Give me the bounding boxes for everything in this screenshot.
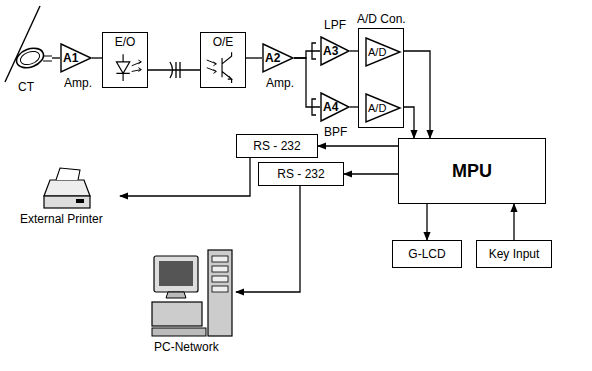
- bandpass-filter: A4BPF: [320, 92, 350, 122]
- node-label: Amp.: [266, 76, 294, 90]
- printer-body: [44, 180, 90, 196]
- lowpass-filter: LPFA3: [320, 36, 350, 66]
- signal-connector: [401, 51, 430, 138]
- node-label: O/E: [201, 35, 245, 49]
- triangle-outline: [263, 44, 293, 72]
- node-label: A3: [323, 44, 338, 58]
- node-label: PC-Network: [154, 340, 219, 354]
- node-label: A/D Con.: [357, 12, 406, 26]
- node-label: Key Input: [477, 247, 551, 261]
- monitor-screen: [159, 261, 193, 286]
- conductor-line: [5, 6, 40, 82]
- drive-bay: [212, 276, 228, 282]
- signal-connector: [318, 145, 398, 146]
- amplifier-triangle: A1Amp.: [60, 43, 92, 73]
- node-label: LPF: [324, 18, 346, 32]
- node-label: External Printer: [20, 212, 103, 226]
- node-label: G-LCD: [393, 247, 461, 261]
- signal-connector: [92, 57, 102, 58]
- node-label: BPF: [324, 125, 347, 139]
- tower-case: [208, 250, 232, 336]
- key-input-box: Key Input: [476, 240, 552, 268]
- oe-converter-box: O/E: [200, 32, 246, 88]
- mpu-box: MPU: [398, 138, 546, 204]
- eo-converter-box: E/O: [102, 32, 148, 88]
- triangle-outline: [321, 93, 349, 121]
- amplifier-triangle: A2Amp.: [262, 43, 294, 73]
- keyboard: [152, 328, 206, 336]
- phototransistor-symbol: [222, 52, 232, 83]
- printer-base: [44, 196, 90, 208]
- node-label: Amp.: [64, 76, 92, 90]
- signal-connector: [426, 204, 427, 240]
- node-label: MPU: [399, 160, 545, 182]
- rs232-port: RS - 232: [258, 162, 344, 186]
- node-label: RS - 232: [259, 167, 343, 181]
- ad-converter: A/D: [365, 93, 401, 123]
- triangle-outline: [321, 37, 349, 65]
- signal-connector: [246, 57, 262, 58]
- ct-ring: [14, 45, 46, 71]
- printer-paper: [56, 168, 80, 180]
- triangle-outline: [366, 38, 400, 66]
- drive-bay: [212, 286, 228, 292]
- signal-connector: [120, 158, 250, 196]
- signal-connector: [513, 204, 514, 240]
- node-label: A/D: [368, 45, 386, 60]
- ad-converter-box: A/D Con.A/DA/D: [358, 28, 404, 128]
- signal-connector: [344, 173, 398, 174]
- current-transformer: CT: [2, 4, 52, 99]
- node-label: A4: [323, 100, 338, 114]
- light-arrows: [207, 60, 217, 73]
- ct-lead: [43, 56, 52, 61]
- ad-converter: A/D: [365, 37, 401, 67]
- node-label: A/D: [368, 101, 386, 116]
- monitor: [154, 256, 198, 292]
- triangle-outline: [366, 94, 400, 122]
- node-label: RS - 232: [237, 139, 317, 153]
- node-label: CT: [18, 80, 34, 94]
- drive-bay: [212, 266, 228, 272]
- signal-connector: [236, 186, 300, 292]
- signal-connector: [294, 51, 320, 58]
- desktop-case: [152, 302, 202, 326]
- rs232-port: RS - 232: [236, 134, 318, 158]
- signal-connector: [294, 58, 320, 107]
- light-arrows: [132, 60, 142, 71]
- led-symbol: [116, 54, 129, 81]
- node-label: A1: [63, 51, 78, 65]
- triangle-outline: [61, 44, 91, 72]
- signal-connector: [52, 57, 60, 58]
- monitor-stand: [166, 292, 186, 298]
- ct-ring: [19, 49, 42, 67]
- input-connector: [312, 43, 316, 115]
- node-label: A2: [265, 51, 280, 65]
- external-printer: External Printer: [18, 166, 120, 228]
- lcd-box: G-LCD: [392, 240, 462, 268]
- printer-light: [76, 199, 84, 203]
- pc-network: PC-Network: [150, 248, 236, 358]
- drive-bay: [212, 256, 228, 262]
- node-label: E/O: [103, 35, 147, 49]
- signal-connector: [148, 69, 200, 70]
